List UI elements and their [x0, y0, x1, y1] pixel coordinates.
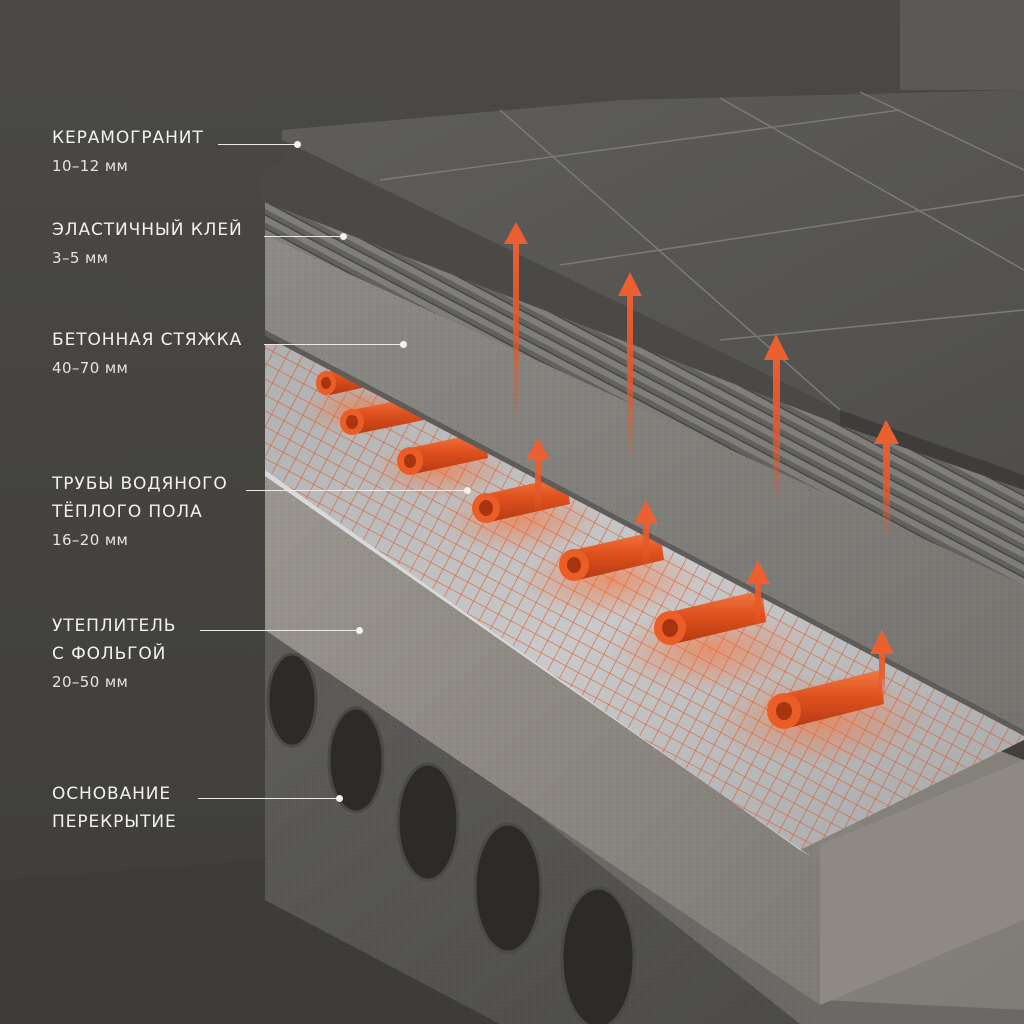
background-wall-right	[900, 0, 1024, 90]
slab-hollow-cores	[266, 652, 636, 1024]
layer-thickness: 40–70 мм	[52, 359, 129, 377]
layer-thickness: 16–20 мм	[52, 531, 129, 549]
heat-arrow	[746, 560, 770, 630]
callout-adhesive: ЭЛАСТИЧНЫЙ КЛЕЙ 3–5 мм	[52, 216, 243, 272]
leader-line-adhesive	[264, 233, 347, 240]
leader-line-base	[198, 795, 343, 802]
layer-name: КЕРАМОГРАНИТ	[52, 128, 204, 148]
heat-arrows	[504, 222, 899, 700]
layer-name-line2: С ФОЛЬГОЙ	[52, 644, 167, 664]
porcelain-tile-layer	[260, 90, 1024, 490]
layer-name-line1: УТЕПЛИТЕЛЬ	[52, 616, 177, 636]
layer-thickness: 10–12 мм	[52, 157, 129, 175]
layer-name-line1: ОСНОВАНИЕ	[52, 784, 172, 804]
callout-screed: БЕТОННАЯ СТЯЖКА 40–70 мм	[52, 326, 242, 382]
callout-pipes: ТРУБЫ ВОДЯНОГО ТЁПЛОГО ПОЛА 16–20 мм	[52, 470, 228, 554]
leader-line-porcelain	[218, 141, 301, 148]
pipe	[559, 530, 664, 581]
heat-arrow	[618, 272, 642, 462]
heat-arrow	[874, 420, 899, 540]
callout-insulation: УТЕПЛИТЕЛЬ С ФОЛЬГОЙ 20–50 мм	[52, 612, 176, 696]
layer-name: ЭЛАСТИЧНЫЙ КЛЕЙ	[52, 220, 243, 240]
pipe	[654, 590, 766, 645]
leader-line-insulation	[200, 627, 363, 634]
layer-thickness: 20–50 мм	[52, 673, 129, 691]
layer-name-line2: ПЕРЕКРЫТИЕ	[52, 812, 177, 832]
layer-name: БЕТОННАЯ СТЯЖКА	[52, 330, 243, 350]
heat-arrow	[526, 438, 550, 516]
leader-line-screed	[264, 341, 407, 348]
layer-name-line2: ТЁПЛОГО ПОЛА	[52, 502, 203, 522]
layer-name-line1: ТРУБЫ ВОДЯНОГО	[52, 474, 228, 494]
heat-arrow	[504, 222, 528, 420]
pipe	[767, 670, 884, 729]
adhesive-layer	[265, 196, 1024, 585]
heat-arrow	[870, 630, 894, 700]
callout-porcelain: КЕРАМОГРАНИТ 10–12 мм	[52, 124, 204, 180]
layer-thickness: 3–5 мм	[52, 249, 109, 267]
callout-base: ОСНОВАНИЕ ПЕРЕКРЫТИЕ	[52, 780, 177, 836]
leader-line-pipes	[246, 487, 471, 494]
heat-arrow	[634, 500, 658, 570]
pipe	[472, 476, 570, 523]
heat-arrow	[764, 334, 789, 506]
